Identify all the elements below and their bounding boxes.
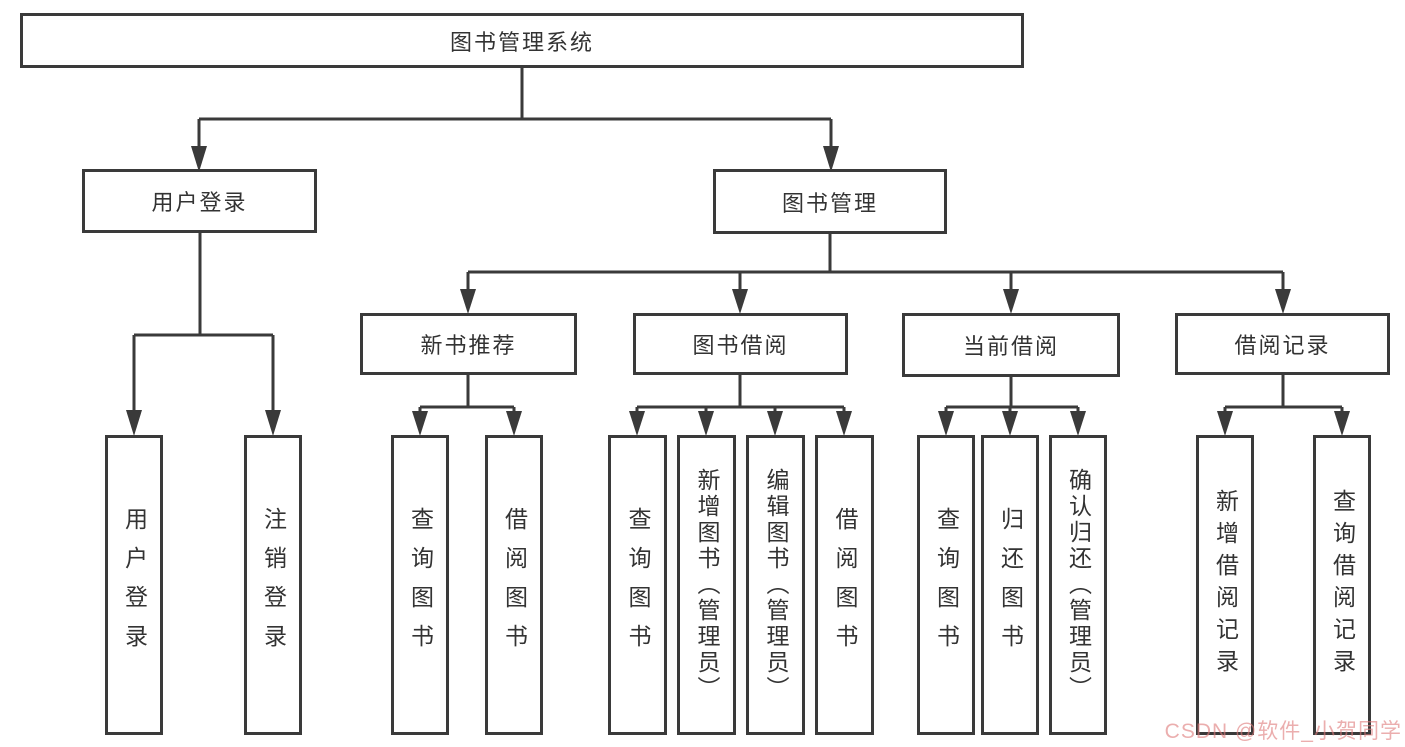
node-label: 新增图书（管理员） — [694, 468, 720, 702]
leaf-query-books-borrowing: 查询图书 — [608, 435, 667, 735]
node-label: 注销登录 — [260, 507, 287, 663]
node-label: 查询图书 — [625, 507, 651, 663]
node-current-borrowing: 当前借阅 — [902, 313, 1120, 377]
node-book-management: 图书管理 — [713, 169, 947, 234]
node-user-login: 用户登录 — [82, 169, 317, 233]
node-label: 编辑图书（管理员） — [763, 468, 789, 702]
node-label: 图书借阅 — [692, 333, 789, 358]
node-label: 归还图书 — [997, 507, 1024, 663]
node-library-management-system: 图书管理系统 — [20, 13, 1024, 68]
csdn-watermark: CSDN @软件_小贺同学 — [1164, 720, 1402, 743]
leaf-borrow-books: 借阅图书 — [815, 435, 874, 735]
node-label: 查询图书 — [933, 507, 960, 663]
node-book-borrowing: 图书借阅 — [633, 313, 848, 375]
leaf-query-books-recommend: 查询图书 — [391, 435, 449, 735]
node-label: 查询图书 — [407, 507, 434, 663]
node-label: 查询借阅记录 — [1329, 489, 1356, 681]
leaf-query-books-current: 查询图书 — [917, 435, 975, 735]
leaf-query-borrow-record: 查询借阅记录 — [1313, 435, 1371, 735]
node-label: 借阅图书 — [501, 507, 528, 663]
leaf-add-borrow-record: 新增借阅记录 — [1196, 435, 1254, 735]
leaf-edit-books-admin: 编辑图书（管理员） — [746, 435, 805, 735]
leaf-confirm-return-admin: 确认归还（管理员） — [1049, 435, 1107, 735]
node-label: 确认归还（管理员） — [1065, 468, 1092, 702]
node-label: 借阅记录 — [1234, 333, 1331, 358]
leaf-add-books-admin: 新增图书（管理员） — [677, 435, 736, 735]
arrowheads — [126, 146, 1350, 436]
node-label: 用户登录 — [151, 190, 248, 215]
leaf-logout: 注销登录 — [244, 435, 302, 735]
leaf-return-books: 归还图书 — [981, 435, 1039, 735]
node-borrowing-records: 借阅记录 — [1175, 313, 1390, 375]
node-label: 当前借阅 — [962, 334, 1059, 359]
node-label: 图书管理系统 — [449, 29, 594, 55]
node-label: 新书推荐 — [420, 333, 517, 358]
node-label: 图书管理 — [781, 190, 878, 216]
node-new-book-recommendation: 新书推荐 — [360, 313, 577, 375]
node-label: 新增借阅记录 — [1212, 489, 1239, 681]
node-label: 用户登录 — [121, 507, 148, 663]
leaf-borrow-books-recommend: 借阅图书 — [485, 435, 543, 735]
node-label: 借阅图书 — [832, 507, 858, 663]
leaf-user-login: 用户登录 — [105, 435, 163, 735]
